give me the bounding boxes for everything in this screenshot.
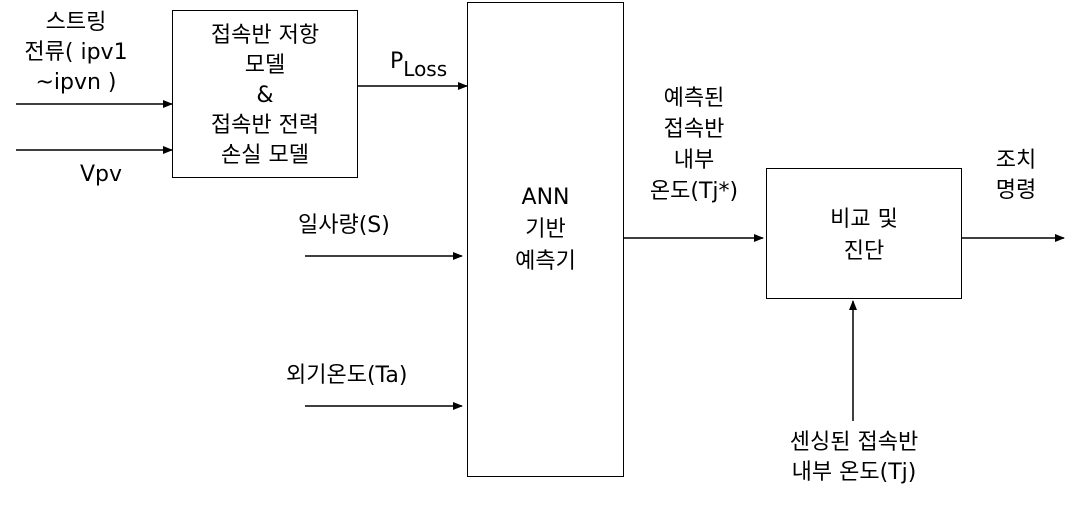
loss-model-line1: 접속반 저항 [210, 23, 320, 48]
ploss-label: PLoss [390, 48, 447, 81]
action-command-label: 조치 명령 [980, 148, 1052, 204]
loss-model-line4: 접속반 전력 [210, 113, 320, 138]
loss-model-line3: & [256, 83, 274, 108]
string-current-line1: 스트링 [45, 10, 107, 35]
predicted-temp-line4: 온도(Tj*) [649, 179, 739, 204]
predicted-temp-line2: 접속반 [663, 117, 725, 142]
action-command-line2: 명령 [995, 178, 1037, 203]
predicted-temp-label: 예측된 접속반 내부 온도(Tj*) [626, 86, 762, 205]
compare-line1: 비교 및 [830, 207, 898, 232]
sensed-temp-label: 센싱된 접속반 내부 온도(Tj) [754, 430, 954, 486]
sensed-temp-line1: 센싱된 접속반 [789, 430, 919, 455]
predicted-temp-line1: 예측된 [663, 86, 725, 111]
loss-model-line2: 모델 [244, 53, 286, 78]
string-current-line3: ~ipvn ) [35, 70, 117, 95]
loss-model-line5: 손실 모델 [221, 143, 309, 168]
compare-diagnose-block: 비교 및 진단 [766, 168, 962, 299]
string-current-label: 스트링 전류( ipv1 ~ipvn ) [6, 10, 146, 96]
irradiance-label: 일사량(S) [298, 213, 390, 238]
ambient-temp-label: 외기온도(Ta) [286, 363, 408, 388]
vpv-label: Vpv [80, 162, 123, 187]
ploss-sub: Loss [403, 57, 448, 81]
action-command-line1: 조치 [995, 148, 1037, 173]
ploss-main: P [390, 49, 404, 74]
loss-model-block: 접속반 저항 모델 & 접속반 전력 손실 모델 [172, 10, 358, 178]
ann-line3: 예측기 [515, 249, 576, 274]
ann-line2: 기반 [525, 217, 566, 242]
ann-line1: ANN [521, 185, 570, 210]
string-current-line2: 전류( ipv1 [24, 40, 128, 65]
sensed-temp-line2: 내부 온도(Tj) [791, 460, 917, 485]
ann-predictor-block: ANN 기반 예측기 [467, 2, 624, 477]
predicted-temp-line3: 내부 [673, 148, 715, 173]
compare-line2: 진단 [843, 239, 885, 264]
